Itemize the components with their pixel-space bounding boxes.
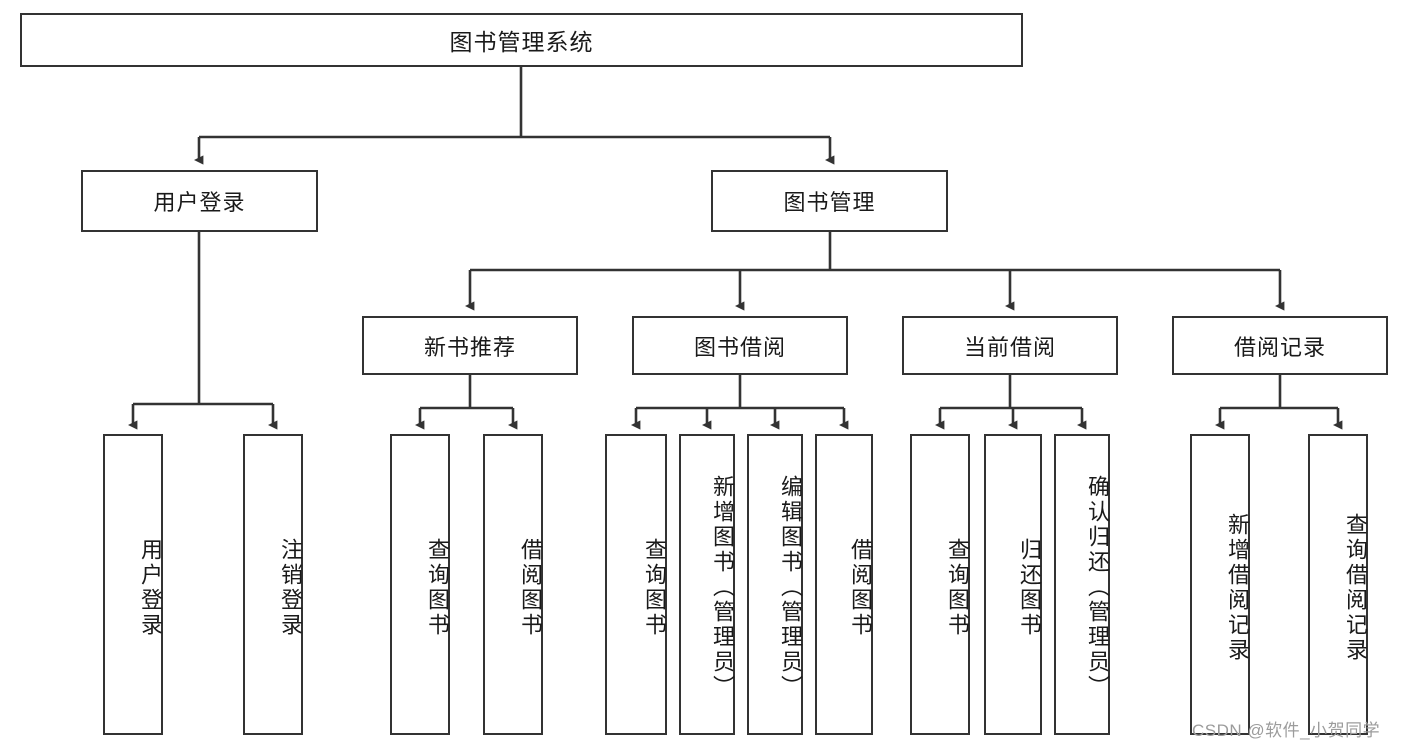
edge-newbook-to-leaves [415, 375, 518, 430]
node-user-login[interactable]: 用户登录 [81, 170, 318, 232]
node-book-borrow[interactable]: 图书借阅 [632, 316, 848, 375]
leaf-borrow-book-recommend[interactable]: 借阅图书 [483, 434, 543, 735]
leaf-edit-book-admin[interactable]: 编辑图书（管理员） [747, 434, 803, 735]
node-book-management[interactable]: 图书管理 [711, 170, 948, 232]
leaf-return-book[interactable]: 归还图书 [984, 434, 1042, 735]
leaf-confirm-return-admin[interactable]: 确认归还（管理员） [1054, 434, 1110, 735]
leaf-query-book-borrow[interactable]: 查询图书 [605, 434, 667, 735]
node-root[interactable]: 图书管理系统 [20, 13, 1023, 67]
node-borrow-record[interactable]: 借阅记录 [1172, 316, 1388, 375]
edge-borrow-to-leaves [631, 375, 849, 430]
leaf-query-borrow-record[interactable]: 查询借阅记录 [1308, 434, 1368, 735]
leaf-add-borrow-record[interactable]: 新增借阅记录 [1190, 434, 1250, 735]
edge-record-to-leaves [1215, 375, 1343, 430]
edge-root-to-level2 [194, 67, 835, 165]
csdn-watermark: CSDN @软件_小贺同学 [1192, 721, 1381, 740]
edge-bookmgmt-to-level3 [465, 232, 1285, 311]
leaf-user-login[interactable]: 用户登录 [103, 434, 163, 735]
edge-current-to-leaves [935, 375, 1087, 430]
leaf-borrow-book[interactable]: 借阅图书 [815, 434, 873, 735]
leaf-user-logout[interactable]: 注销登录 [243, 434, 303, 735]
node-new-book-recommend[interactable]: 新书推荐 [362, 316, 578, 375]
edge-userlogin-to-leaves [128, 232, 278, 430]
leaf-query-book-current[interactable]: 查询图书 [910, 434, 970, 735]
leaf-add-book-admin[interactable]: 新增图书（管理员） [679, 434, 735, 735]
leaf-query-book-recommend[interactable]: 查询图书 [390, 434, 450, 735]
node-current-borrow[interactable]: 当前借阅 [902, 316, 1118, 375]
